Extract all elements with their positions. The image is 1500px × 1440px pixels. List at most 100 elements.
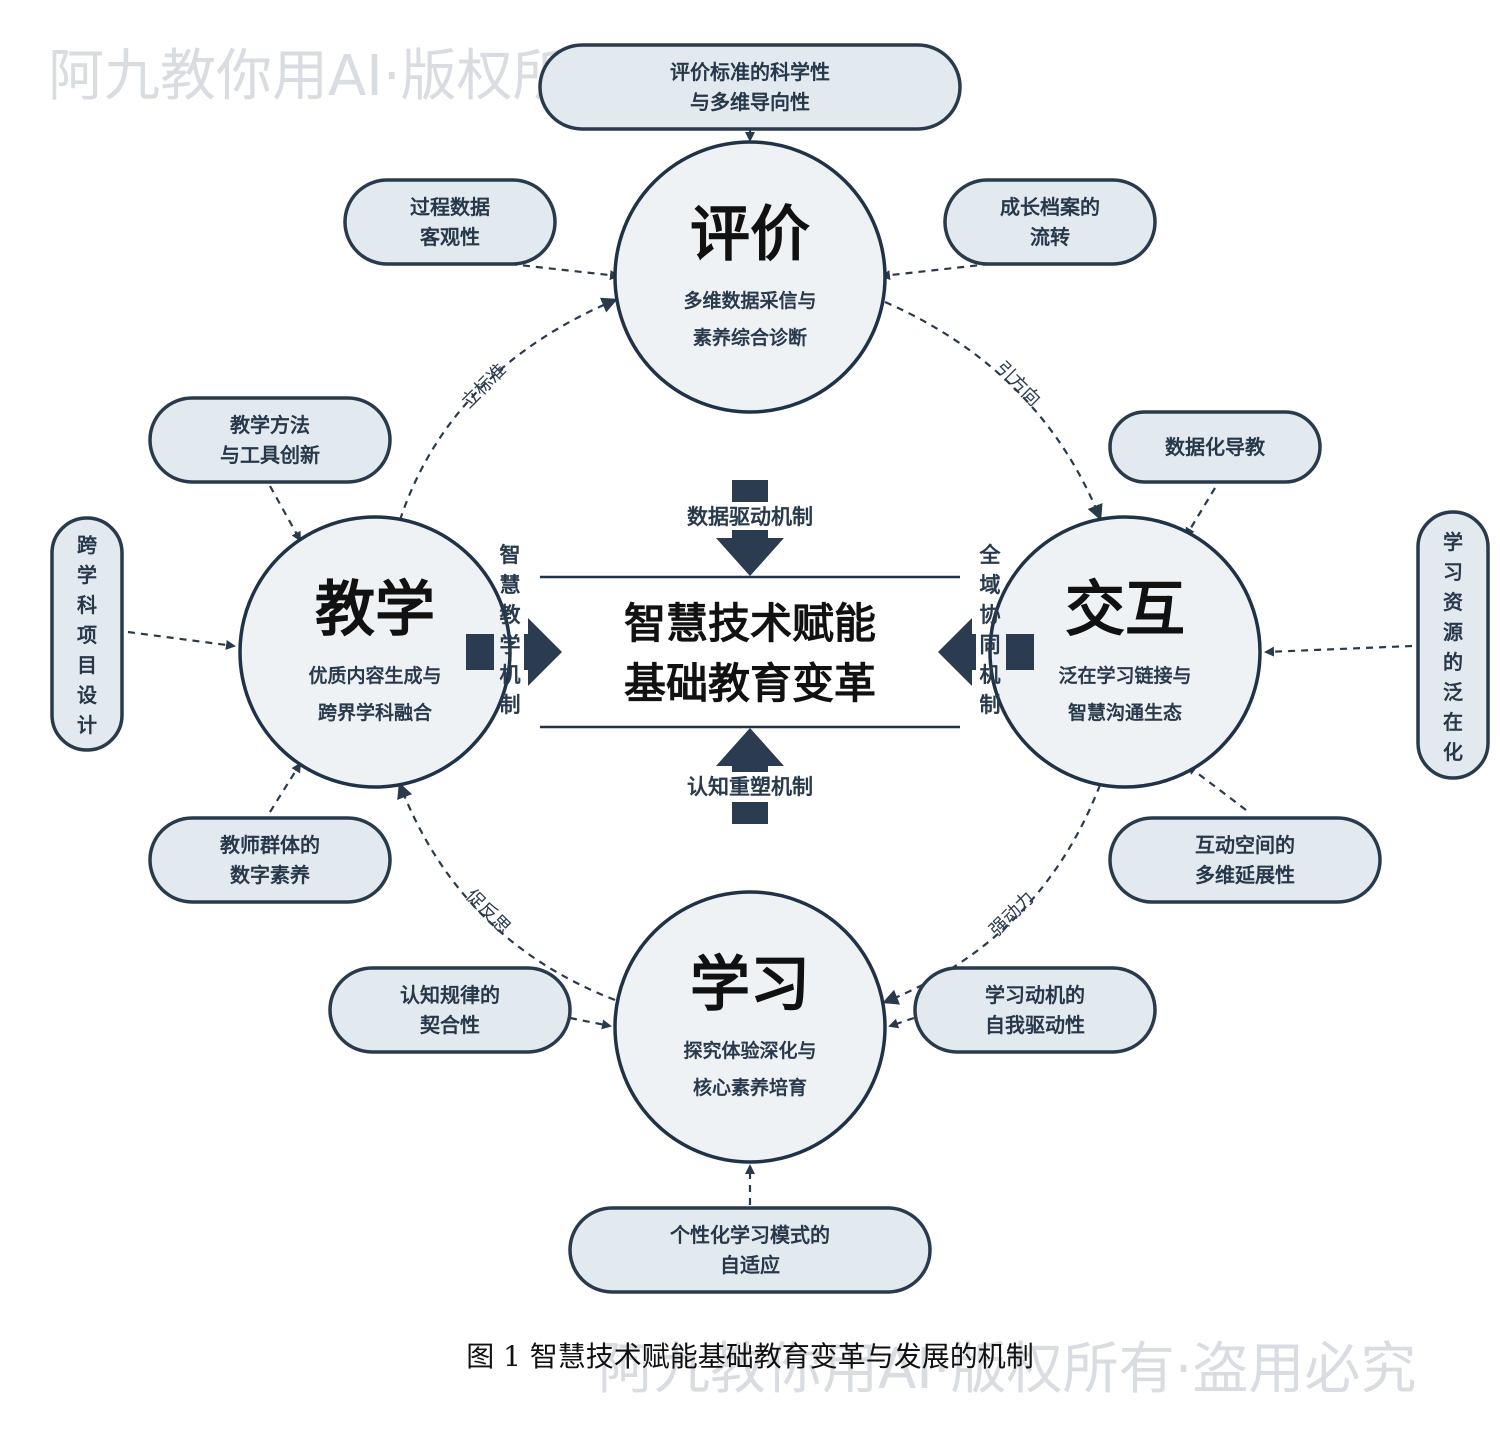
svg-text:探究体验深化与: 探究体验深化与: [683, 1039, 816, 1062]
node-teaching: 教学 优质内容生成与 跨界学科融合: [238, 515, 512, 789]
arrow-inter-side: [1264, 644, 1413, 657]
pill-eval-top: 评价标准的科学性 与多维导向性: [538, 43, 962, 131]
svg-text:智慧沟通生态: 智慧沟通生态: [1068, 701, 1182, 724]
svg-text:设: 设: [77, 683, 97, 707]
node-interaction: 交互 泛在学习链接与 智慧沟通生态: [988, 515, 1262, 789]
svg-text:客观性: 客观性: [419, 225, 480, 249]
svg-text:多维数据采信与: 多维数据采信与: [683, 289, 816, 312]
node-teaching-title: 教学: [315, 575, 435, 645]
svg-text:的: 的: [1443, 650, 1463, 674]
svg-text:在: 在: [1443, 710, 1463, 734]
svg-text:学: 学: [1443, 530, 1463, 554]
svg-text:跨界学科融合: 跨界学科融合: [318, 701, 433, 724]
pill-learn-left: 认知规律的 契合性: [328, 966, 572, 1054]
svg-text:源: 源: [1443, 620, 1463, 644]
mechanism-arrow-left: 智 慧 教 学 机 制: [466, 543, 562, 717]
svg-text:慧: 慧: [500, 573, 521, 597]
arc-label-bottom-right: 强动力: [986, 888, 1039, 941]
svg-text:制: 制: [500, 693, 521, 717]
pill-teach-side: 跨 学 科 项 目 设 计: [50, 516, 124, 752]
watermark-bottom: 阿九教你用AI·版权所有·盗用必究: [598, 1337, 1416, 1402]
svg-text:同: 同: [980, 633, 1001, 657]
svg-text:机: 机: [980, 663, 1001, 687]
svg-text:流转: 流转: [1030, 225, 1070, 249]
pill-inter-bottom: 互动空间的 多维延展性: [1108, 816, 1382, 904]
svg-text:泛: 泛: [1443, 680, 1463, 704]
arrow-inter-top: [1184, 487, 1216, 538]
svg-text:过程数据: 过程数据: [410, 195, 490, 219]
svg-text:机: 机: [500, 663, 521, 687]
pill-teach-bottom: 教师群体的 数字素养: [148, 816, 392, 904]
arrow-teach-top: [269, 485, 301, 542]
svg-text:自我驱动性: 自我驱动性: [985, 1013, 1085, 1037]
mechanism-bottom-label: 认知重塑机制: [687, 775, 813, 799]
mechanism-top-label: 数据驱动机制: [687, 505, 813, 529]
svg-text:学: 学: [77, 563, 97, 587]
mechanism-arrow-right: 全 域 协 同 机 制: [938, 543, 1034, 717]
svg-text:域: 域: [980, 573, 1001, 597]
svg-text:素养综合诊断: 素养综合诊断: [693, 326, 807, 349]
node-evaluation-title: 评价: [690, 200, 810, 270]
svg-text:学习动机的: 学习动机的: [985, 983, 1085, 1007]
node-learning: 学习 探究体验深化与 核心素养培育: [613, 890, 887, 1164]
svg-text:优质内容生成与: 优质内容生成与: [308, 664, 441, 687]
svg-text:评价标准的科学性: 评价标准的科学性: [670, 60, 830, 84]
pill-teach-top: 教学方法 与工具创新: [148, 396, 392, 484]
svg-text:成长档案的: 成长档案的: [1000, 195, 1100, 219]
node-interaction-title: 交互: [1065, 575, 1185, 645]
svg-text:资: 资: [1443, 590, 1463, 614]
svg-text:智: 智: [500, 543, 521, 567]
svg-text:习: 习: [1443, 560, 1463, 584]
pill-learn-bottom: 个性化学习模式的 自适应: [568, 1206, 932, 1294]
pill-inter-top: 数据化导教: [1108, 410, 1322, 484]
svg-text:教: 教: [500, 603, 522, 627]
arc-label-top-left: 立标准: [458, 360, 511, 413]
svg-text:契合性: 契合性: [419, 1013, 480, 1037]
svg-text:认知规律的: 认知规律的: [400, 983, 500, 1007]
pill-eval-left: 过程数据 客观性: [343, 178, 557, 266]
svg-text:跨: 跨: [77, 533, 98, 557]
svg-text:化: 化: [1443, 740, 1463, 764]
node-evaluation: 评价 多维数据采信与 素养综合诊断: [613, 140, 887, 414]
svg-text:学: 学: [500, 633, 521, 657]
arrow-teach-side: [127, 630, 236, 650]
arc-interaction-to-learning: [882, 784, 1102, 1005]
pill-inter-side: 学 习 资 源 的 泛 在 化: [1416, 510, 1490, 780]
arc-learning-to-teaching: [397, 782, 616, 1002]
svg-text:项: 项: [77, 623, 97, 647]
svg-text:教师群体的: 教师群体的: [220, 833, 320, 857]
svg-text:泛在学习链接与: 泛在学习链接与: [1058, 664, 1191, 687]
svg-text:多维延展性: 多维延展性: [1195, 863, 1295, 887]
mechanism-arrow-bottom: 认知重塑机制: [687, 728, 813, 824]
svg-text:数字素养: 数字素养: [230, 863, 310, 887]
arrow-teach-bottom: [269, 762, 302, 813]
svg-text:自适应: 自适应: [720, 1253, 780, 1277]
svg-text:科: 科: [77, 593, 97, 617]
arrow-inter-bottom: [1186, 764, 1247, 811]
svg-text:全: 全: [979, 543, 1002, 567]
center-title-line1: 智慧技术赋能: [624, 599, 876, 648]
arrow-learn-right: [888, 1016, 915, 1029]
svg-text:协: 协: [980, 603, 1001, 627]
arrow-eval-left: [509, 262, 620, 281]
center-title-line2: 基础教育变革: [624, 659, 876, 708]
arc-teaching-to-evaluation: [398, 297, 618, 521]
figure-caption: 图 1 智慧技术赋能基础教育变革与发展的机制: [466, 1340, 1034, 1373]
svg-text:数据化导教: 数据化导教: [1165, 435, 1266, 459]
arrow-learn-left: [569, 1016, 612, 1030]
arrow-eval-right: [880, 262, 991, 281]
svg-text:与多维导向性: 与多维导向性: [690, 90, 810, 114]
svg-text:核心素养培育: 核心素养培育: [693, 1076, 807, 1099]
arc-evaluation-to-interaction: [884, 300, 1103, 521]
svg-text:个性化学习模式的: 个性化学习模式的: [669, 1223, 830, 1247]
svg-text:制: 制: [980, 693, 1001, 717]
arc-label-top-right: 引方向: [991, 358, 1044, 411]
svg-text:教学方法: 教学方法: [230, 413, 310, 437]
pill-learn-right: 学习动机的 自我驱动性: [913, 966, 1157, 1054]
pill-eval-right: 成长档案的 流转: [943, 178, 1157, 266]
svg-text:目: 目: [77, 653, 97, 677]
svg-text:计: 计: [77, 713, 97, 737]
node-learning-title: 学习: [690, 950, 810, 1020]
arc-label-bottom-left: 促反思: [461, 886, 514, 939]
